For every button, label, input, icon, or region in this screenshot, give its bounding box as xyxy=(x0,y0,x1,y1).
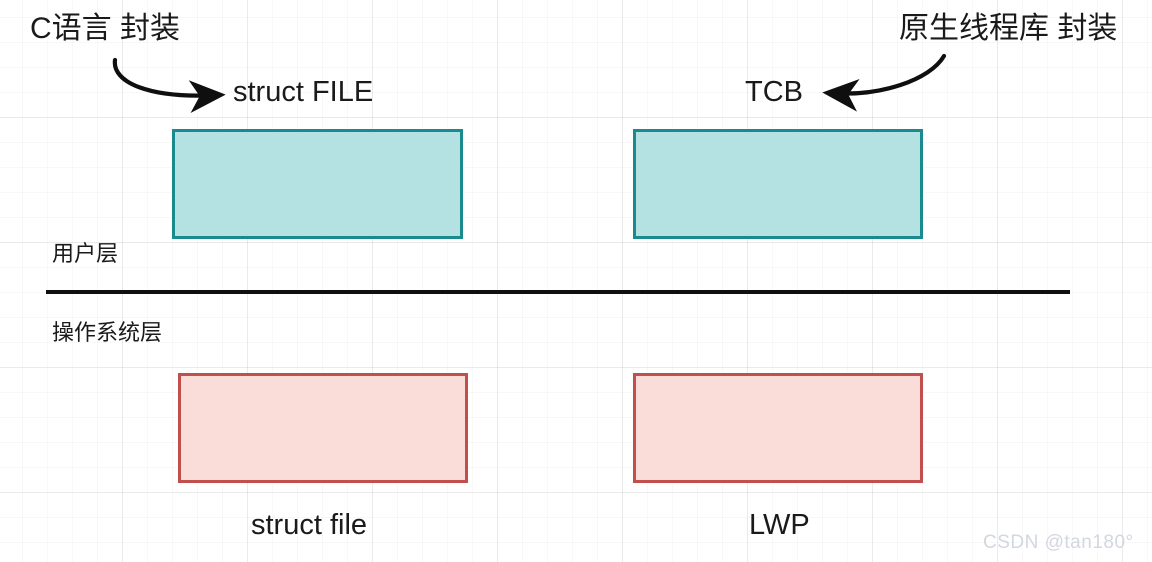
label-struct-file-upper: struct FILE xyxy=(233,76,374,108)
watermark: CSDN @tan180° xyxy=(983,532,1134,553)
box-tcb-user[interactable] xyxy=(633,129,923,239)
annotation-c-language-wrapper: C语言 封装 xyxy=(30,12,180,45)
label-lwp: LWP xyxy=(749,509,810,541)
label-user-layer: 用户层 xyxy=(52,241,119,266)
label-tcb: TCB xyxy=(745,76,803,108)
box-struct-file-user[interactable] xyxy=(172,129,463,239)
label-struct-file-lower: struct file xyxy=(251,509,368,541)
layer-divider xyxy=(46,290,1070,294)
annotation-native-thread-library-wrapper: 原生线程库 封装 xyxy=(899,12,1118,45)
box-lwp-kernel[interactable] xyxy=(633,373,923,483)
label-os-layer: 操作系统层 xyxy=(52,320,163,345)
box-struct-file-kernel[interactable] xyxy=(178,373,468,483)
